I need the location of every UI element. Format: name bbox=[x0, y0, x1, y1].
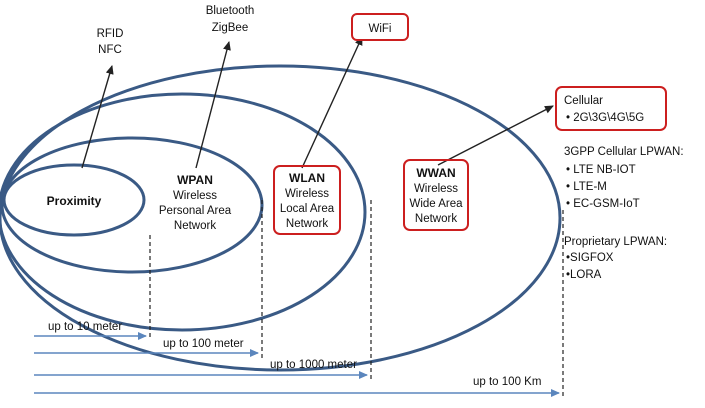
range-label-10m: up to 10 meter bbox=[48, 321, 122, 333]
wwan-line2: Wide Area bbox=[409, 198, 463, 210]
cellular-arrow bbox=[437, 105, 554, 166]
nfc-label: NFC bbox=[98, 44, 122, 56]
wpan-line3: Network bbox=[174, 220, 216, 232]
proximity-label: Proximity bbox=[47, 194, 102, 208]
bluetooth-arrow bbox=[195, 41, 231, 169]
wifi-arrow bbox=[301, 36, 363, 169]
lpwan-3gpp-item: • LTE NB-IOT bbox=[566, 164, 636, 176]
lpwan-proprietary-title: Proprietary LPWAN: bbox=[564, 236, 667, 248]
wwan-line1: Wireless bbox=[414, 183, 458, 195]
wlan-box bbox=[273, 165, 341, 235]
wifi-box bbox=[351, 13, 409, 41]
lpwan-proprietary-item: •LORA bbox=[566, 269, 602, 281]
lpwan-proprietary-item: •SIGFOX bbox=[566, 252, 614, 264]
wpan-line2: Personal Area bbox=[159, 205, 232, 217]
wlan-line3: Network bbox=[286, 218, 328, 230]
wwan-box bbox=[403, 159, 469, 231]
cellular-title: Cellular bbox=[564, 95, 603, 107]
wlan-title: WLAN bbox=[289, 171, 325, 185]
wpan-ellipse bbox=[0, 136, 264, 274]
cellular-box bbox=[555, 86, 667, 131]
range-label-100m: up to 100 meter bbox=[163, 338, 244, 350]
lpwan-3gpp-item: • LTE-M bbox=[566, 181, 607, 193]
lpwan-3gpp-item: • EC-GSM-IoT bbox=[566, 198, 640, 210]
rfid-label: RFID bbox=[97, 28, 124, 40]
range-label-1000m: up to 1000 meter bbox=[270, 359, 357, 371]
range-label-100km: up to 100 Km bbox=[473, 376, 541, 388]
bluetooth-label: Bluetooth bbox=[206, 5, 255, 17]
proximity-ellipse bbox=[2, 163, 146, 237]
wlan-line2: Local Area bbox=[280, 203, 335, 215]
wwan-title: WWAN bbox=[416, 166, 455, 180]
wpan-line1: Wireless bbox=[173, 190, 217, 202]
wlan-ellipse bbox=[0, 92, 367, 332]
zigbee-label: ZigBee bbox=[212, 22, 248, 34]
wpan-title: WPAN bbox=[177, 173, 213, 187]
lpwan-3gpp-title: 3GPP Cellular LPWAN: bbox=[564, 146, 684, 158]
cellular-item: • 2G\3G\4G\5G bbox=[566, 112, 644, 124]
wwan-line3: Network bbox=[415, 213, 457, 225]
wifi-label: WiFi bbox=[369, 23, 392, 35]
wlan-line1: Wireless bbox=[285, 188, 329, 200]
wwan-ellipse bbox=[0, 64, 562, 372]
rfid-arrow bbox=[81, 65, 114, 169]
